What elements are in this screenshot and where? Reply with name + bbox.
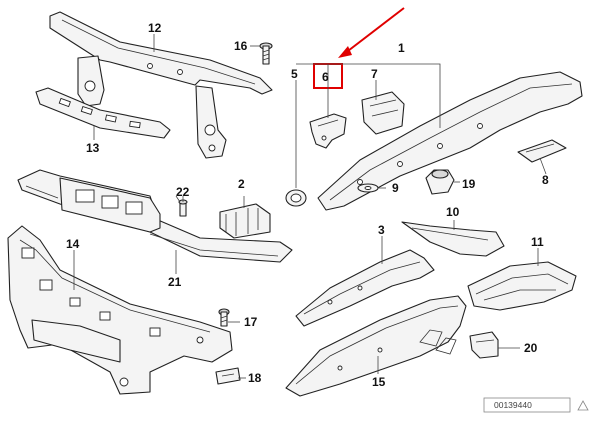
part-8-plate[interactable]	[517, 139, 567, 163]
part-3-lower-rail[interactable]	[295, 249, 435, 327]
callout-3: 3	[378, 223, 385, 237]
part-5-connector[interactable]	[285, 189, 307, 207]
callout-15: 15	[372, 375, 386, 389]
callout-17: 17	[244, 315, 258, 329]
leader-lines	[73, 34, 547, 379]
part-1-side-rail[interactable]	[317, 71, 583, 211]
part-13-mounting-strip[interactable]	[35, 87, 171, 139]
callout-7: 7	[371, 67, 378, 81]
part-6-bracket[interactable]	[309, 113, 347, 149]
callout-6: 6	[322, 70, 329, 84]
callout-10: 10	[446, 205, 460, 219]
part-16-bolt[interactable]	[259, 42, 273, 65]
part-17-bolt[interactable]	[218, 308, 230, 327]
callout-13: 13	[86, 141, 100, 155]
part-20-bracket[interactable]	[469, 331, 499, 359]
red-arrow-head	[338, 46, 352, 58]
reference-box	[483, 397, 571, 413]
callout-5: 5	[291, 67, 298, 81]
part-19-grommet[interactable]	[425, 169, 455, 195]
callout-2: 2	[238, 177, 245, 191]
callout-11: 11	[531, 235, 544, 249]
part-15-lower-frame-rail[interactable]	[285, 295, 467, 397]
callout-12: 12	[148, 21, 162, 35]
red-arrow-line	[343, 7, 405, 55]
part-2-bracket[interactable]	[219, 203, 271, 239]
callout-19: 19	[462, 177, 476, 191]
part-9-washer[interactable]	[357, 183, 379, 193]
part-14-front-panel[interactable]	[7, 225, 233, 395]
callout-22: 22	[176, 185, 190, 199]
callout-16: 16	[234, 39, 248, 53]
part-18-clip[interactable]	[215, 367, 241, 385]
callout-18: 18	[248, 371, 262, 385]
callout-21: 21	[168, 275, 182, 289]
callout-20: 20	[524, 341, 538, 355]
warning-triangle-icon	[577, 400, 589, 411]
diagram-number: 00139440	[494, 400, 532, 410]
callout-labels: 12 16 13 1 5 6 7 2 22 9 19 8 10 11 3 14 …	[66, 21, 549, 389]
part-11-arch-panel[interactable]	[467, 261, 577, 311]
diagram-reference: 00139440	[483, 397, 589, 413]
callout-1: 1	[398, 41, 405, 55]
part-7-bracket[interactable]	[361, 91, 405, 135]
callout-14: 14	[66, 237, 80, 251]
part-10-bracket[interactable]	[401, 221, 505, 257]
part-21-front-trim[interactable]	[17, 169, 293, 263]
callout-8: 8	[542, 173, 549, 187]
callout-9: 9	[392, 181, 399, 195]
part-12-upper-crossmember[interactable]	[49, 11, 273, 159]
part-22-screw[interactable]	[178, 196, 188, 217]
